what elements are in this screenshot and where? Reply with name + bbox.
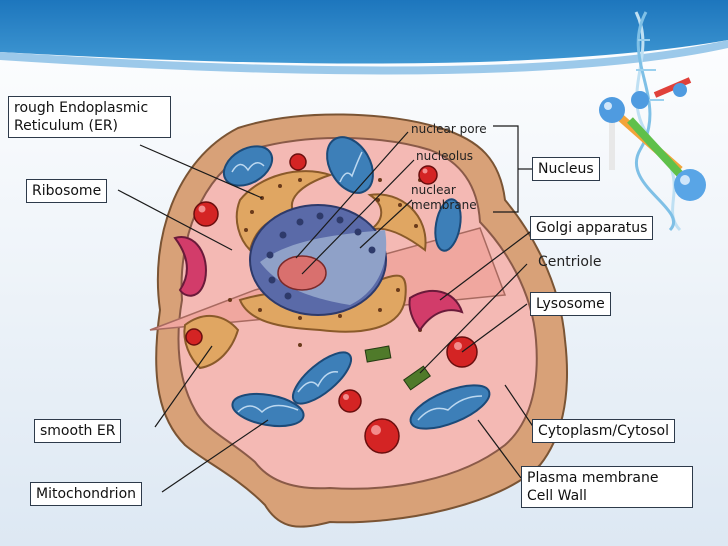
mitochondrion-shapes [222,136,491,430]
label-plasma-membrane: Plasma membrane Cell Wall [521,466,693,508]
header-band [0,0,728,64]
lysosome-highlights [198,168,462,435]
molecule-model-icon [599,77,706,201]
label-golgi-apparatus: Golgi apparatus [530,216,654,240]
header-swoosh [0,40,728,75]
nucleus-shape [249,204,387,316]
golgi-shapes [173,236,464,332]
rough-er-shape [367,193,427,252]
label-centriole: Centriole [538,254,602,270]
label-nuclear-membrane: nuclear membrane [411,183,477,212]
label-nucleolus: nucleolus [416,149,474,163]
label-nuclear-pore: nuclear pore [411,122,487,136]
leader-lines [117,125,535,493]
label-lysosome: Lysosome [530,292,611,316]
smooth-er-shape [183,314,240,370]
label-ribosome: Ribosome [26,179,108,203]
centriole-shapes [364,345,431,391]
mitochondrion-cristae [231,151,483,421]
label-rough-er: rough Endoplasmic Reticulum (ER) [8,96,171,138]
label-smooth-er: smooth ER [34,419,122,443]
label-mitochondrion: Mitochondrion [30,482,143,506]
label-cytoplasm: Cytoplasm/Cytosol [532,419,675,443]
label-nucleus: Nucleus [532,157,600,181]
